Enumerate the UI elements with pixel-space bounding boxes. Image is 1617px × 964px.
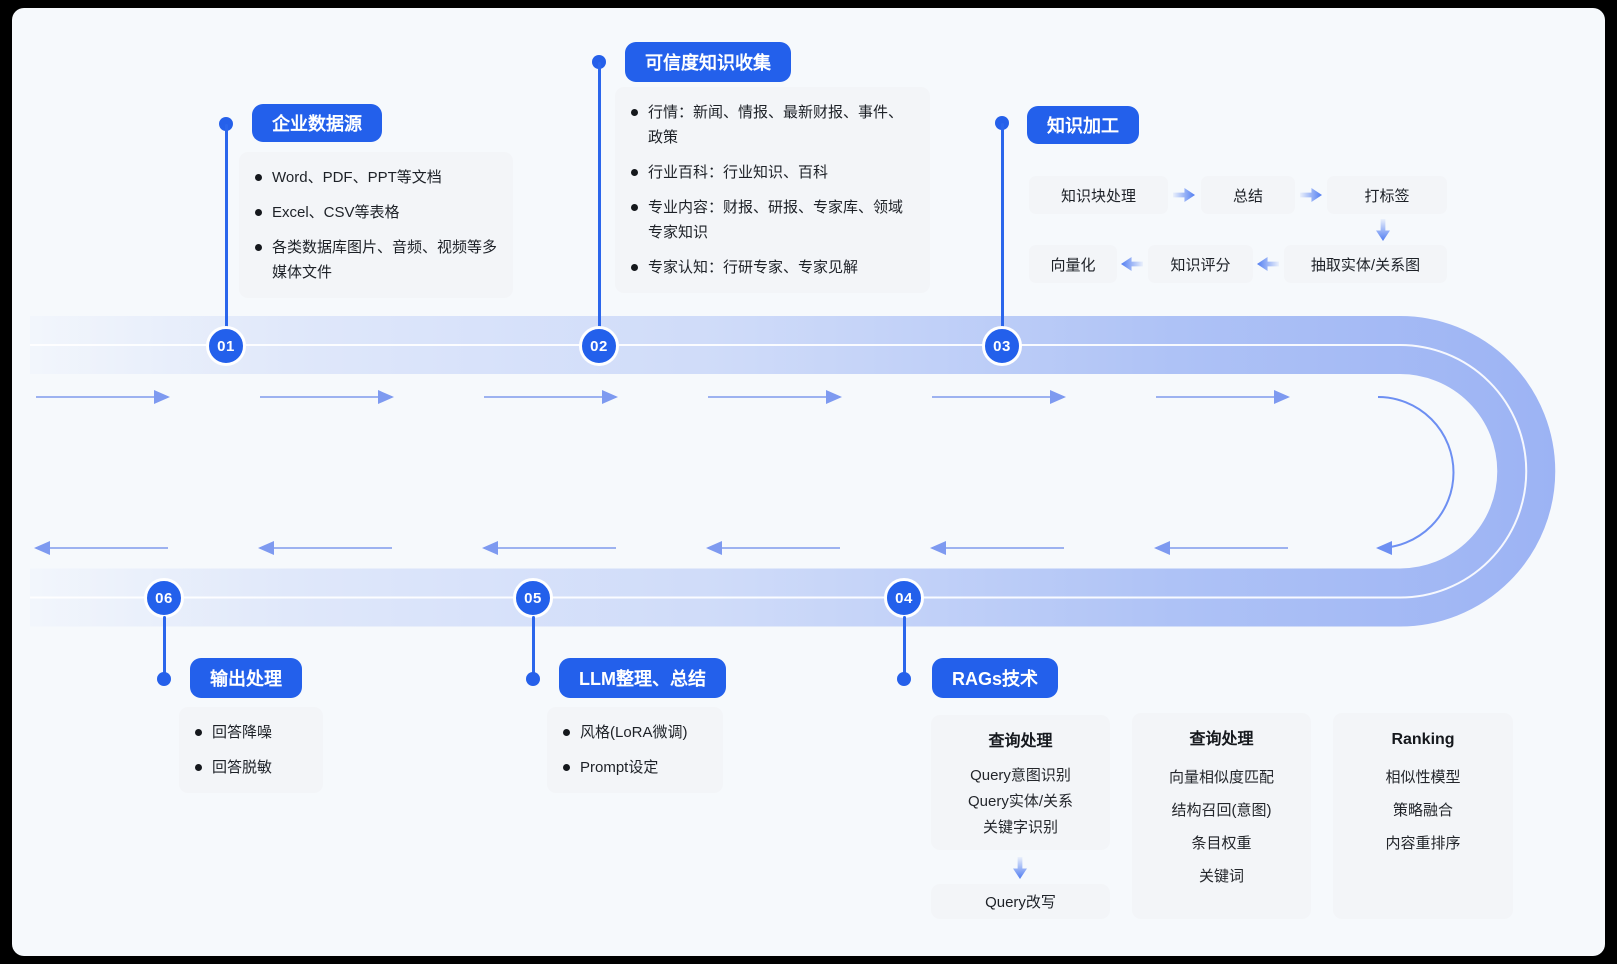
list-item-text: 专业内容：财报、研报、专家库、领域专家知识 — [648, 199, 904, 241]
node-04-circle: 04 — [884, 578, 924, 618]
flow-step-scoring: 知识评分 — [1148, 245, 1253, 283]
list-item-text: 风格(LoRA微调) — [580, 724, 688, 741]
node-02-list: 行情：新闻、情报、最新财报、事件、政策 行业百科：行业知识、百科 专业内容：财报… — [615, 87, 930, 293]
pipeline-track — [30, 316, 1556, 627]
bullet-dot — [195, 764, 202, 771]
node-02-stem — [597, 62, 601, 332]
list-item-text: 行业百科：行业知识、百科 — [648, 164, 829, 181]
flow-step-summary: 总结 — [1201, 176, 1295, 214]
node-02-badge: 可信度知识收集 — [625, 42, 791, 82]
column-item: Query意图识别 — [970, 767, 1071, 784]
node-06-dot — [157, 672, 171, 686]
column-header: 查询处理 — [988, 733, 1053, 750]
column-item: 向量相似度匹配 — [1168, 769, 1274, 786]
list-item-text: Word、PDF、PPT等文档 — [272, 169, 442, 186]
column-item: 关键字识别 — [982, 819, 1058, 836]
bullet-dot — [631, 264, 638, 271]
node-05-list: 风格(LoRA微调) Prompt设定 — [547, 707, 723, 793]
node-05-circle: 05 — [513, 578, 553, 618]
column-header: 查询处理 — [1189, 731, 1254, 748]
node-03-circle: 03 — [982, 326, 1022, 366]
node-01-circle: 01 — [206, 326, 246, 366]
column-item: 策略融合 — [1392, 802, 1453, 819]
list-item: 风格(LoRA微调) — [563, 720, 707, 745]
list-item-text: 回答脱敏 — [212, 759, 273, 776]
flow-step-chunking: 知识块处理 — [1029, 176, 1168, 214]
list-item-text: 各类数据库图片、音频、视频等多媒体文件 — [272, 239, 498, 281]
list-item: 专家认知：行研专家、专家见解 — [631, 255, 914, 280]
column-item: 相似性模型 — [1385, 769, 1461, 786]
list-item: Prompt设定 — [563, 755, 707, 780]
node-06-stem — [162, 616, 166, 679]
list-item: 专业内容：财报、研报、专家库、领域专家知识 — [631, 195, 914, 245]
column-item: 关键词 — [1198, 868, 1244, 885]
node-06-badge: 输出处理 — [190, 658, 302, 698]
list-item-text: 行情：新闻、情报、最新财报、事件、政策 — [648, 104, 904, 146]
flow-step-vectorize: 向量化 — [1029, 245, 1117, 283]
node-04-badge: RAGs技术 — [932, 658, 1059, 698]
node-03-badge: 知识加工 — [1027, 106, 1139, 144]
bullet-dot — [195, 729, 202, 736]
bullet-dot — [255, 174, 262, 181]
node-02-circle: 02 — [579, 326, 619, 366]
node-05-dot — [526, 672, 540, 686]
column-header: Ranking — [1391, 731, 1455, 748]
bullet-dot — [563, 764, 570, 771]
bullet-dot — [255, 244, 262, 251]
list-item-text: 回答降噪 — [212, 724, 273, 741]
column-item: Query实体/关系 — [967, 793, 1073, 810]
node-03-stem — [1000, 123, 1004, 332]
node-04-stem — [902, 616, 906, 679]
node-05-badge: LLM整理、总结 — [559, 658, 726, 698]
column-item: 结构召回(意图) — [1171, 802, 1272, 819]
node-01-badge: 企业数据源 — [252, 104, 382, 142]
list-item: 行情：新闻、情报、最新财报、事件、政策 — [631, 100, 914, 150]
flow-step-tagging: 打标签 — [1327, 176, 1447, 214]
bullet-dot — [631, 204, 638, 211]
uturn-arrow — [1376, 396, 1455, 555]
list-item-text: Excel、CSV等表格 — [272, 204, 400, 221]
node-06-list: 回答降噪 回答脱敏 — [179, 707, 323, 793]
bullet-dot — [631, 109, 638, 116]
node-01-list: Word、PDF、PPT等文档 Excel、CSV等表格 各类数据库图片、音频、… — [239, 152, 513, 298]
bullet-dot — [255, 209, 262, 216]
flow-step-entity-extraction: 抽取实体/关系图 — [1284, 245, 1447, 283]
list-item: 各类数据库图片、音频、视频等多媒体文件 — [255, 235, 497, 285]
rag-column-query-processing: 查询处理 Query意图识别 Query实体/关系 关键字识别 — [931, 715, 1110, 850]
query-rewrite-box: Query改写 — [931, 884, 1110, 919]
bullet-dot — [563, 729, 570, 736]
column-item: 内容重排序 — [1385, 835, 1461, 852]
node-01-stem — [224, 124, 228, 332]
bullet-dot — [631, 169, 638, 176]
rag-column-recall: 查询处理 向量相似度匹配 结构召回(意图) 条目权重 关键词 — [1132, 713, 1311, 919]
list-item: Word、PDF、PPT等文档 — [255, 165, 497, 190]
list-item: 回答脱敏 — [195, 755, 307, 780]
node-04-dot — [897, 672, 911, 686]
track-band — [30, 316, 1556, 627]
column-item: 条目权重 — [1191, 835, 1252, 852]
node-06-circle: 06 — [144, 578, 184, 618]
diagram-canvas: 01 企业数据源 Word、PDF、PPT等文档 Excel、CSV等表格 各类… — [12, 8, 1605, 956]
list-item: 行业百科：行业知识、百科 — [631, 160, 914, 185]
list-item-text: Prompt设定 — [580, 759, 659, 776]
track-divider-line — [30, 344, 1528, 599]
list-item-text: 专家认知：行研专家、专家见解 — [648, 259, 859, 276]
list-item: 回答降噪 — [195, 720, 307, 745]
rag-column-ranking: Ranking 相似性模型 策略融合 内容重排序 — [1333, 713, 1513, 919]
node-05-stem — [531, 616, 535, 679]
list-item: Excel、CSV等表格 — [255, 200, 497, 225]
